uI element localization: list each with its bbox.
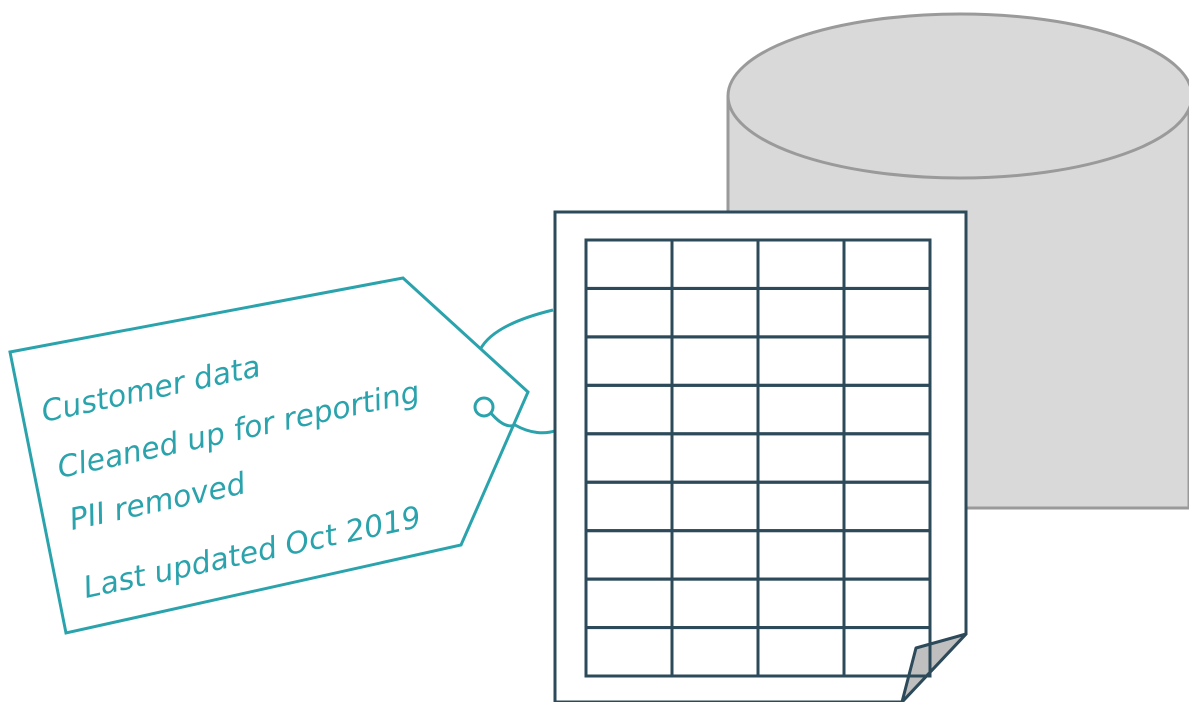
spreadsheet-document-icon [553, 210, 968, 702]
tag-outline [8, 276, 530, 635]
sheet-grid [584, 238, 932, 678]
database-top [726, 12, 1189, 180]
sheet-cell [842, 626, 932, 678]
tag-hole [473, 396, 495, 418]
tag-string-front [488, 411, 516, 428]
label-tag-icon: Customer data Cleaned up for reporting P… [8, 276, 530, 635]
